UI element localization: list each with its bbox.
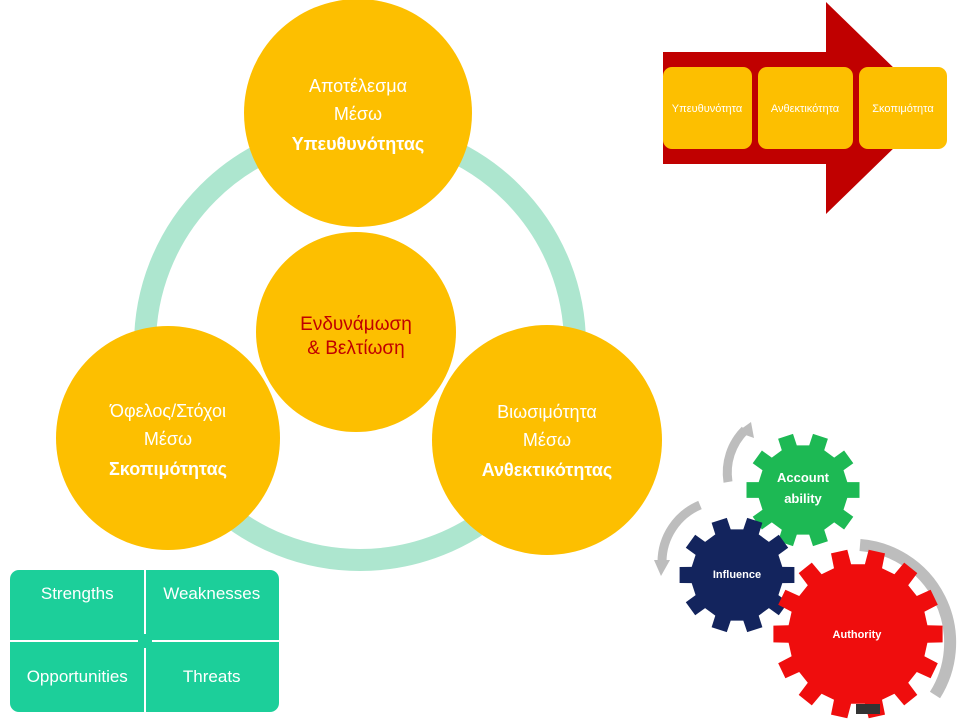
circle-left: Όφελος/Στόχοι Μέσω Σκοπιμότητας bbox=[56, 326, 280, 550]
circle-left-line3: Σκοπιμότητας bbox=[109, 459, 227, 479]
circle-center-shape bbox=[256, 232, 456, 432]
circle-center: Ενδυνάμωση & Βελτίωση bbox=[256, 232, 456, 432]
circle-top-line1: Αποτέλεσμα bbox=[309, 76, 407, 96]
circle-top-shape bbox=[244, 0, 472, 227]
gear-accountability-label-2: ability bbox=[784, 491, 822, 506]
center-line2: & Βελτίωση bbox=[307, 338, 404, 359]
cycle-arrowhead-top bbox=[737, 422, 754, 438]
swot-center-mark bbox=[138, 634, 152, 648]
process-arrow: Υπευθυνότητα Ανθεκτικότητα Σκοπιμότητα bbox=[663, 2, 947, 214]
circle-top-line3: Υπευθυνότητας bbox=[292, 134, 425, 154]
swot-threats: Threats bbox=[182, 666, 241, 686]
swot-grid: Strengths Weaknesses Opportunities Threa… bbox=[10, 570, 279, 712]
gear-accountability-shape bbox=[746, 433, 860, 547]
cycle-arrow-right bbox=[859, 539, 957, 699]
process-step-3 bbox=[859, 67, 947, 149]
cycle-arrow-top bbox=[722, 426, 749, 483]
circle-right-shape bbox=[432, 325, 662, 555]
circle-right: Βιωσιμότητα Μέσω Ανθεκτικότητας bbox=[432, 325, 662, 555]
swot-strengths: Strengths bbox=[40, 584, 114, 603]
circle-top: Αποτέλεσμα Μέσω Υπευθυνότητας bbox=[244, 0, 472, 227]
cycle-arrow-left bbox=[657, 500, 702, 563]
circle-left-line2: Μέσω bbox=[144, 429, 192, 449]
process-step-1-label: Υπευθυνότητα bbox=[672, 103, 743, 115]
swot-opportunities: Opportunities bbox=[26, 666, 128, 686]
gear-influence bbox=[679, 517, 795, 633]
circle-left-shape bbox=[56, 326, 280, 550]
process-step-2 bbox=[758, 67, 853, 149]
gear-accountability-label-1: Account bbox=[777, 470, 830, 485]
gear-authority-label: Authority bbox=[833, 629, 883, 641]
cycle-arrowhead-left bbox=[654, 560, 670, 576]
circle-right-line3: Ανθεκτικότητας bbox=[482, 460, 613, 480]
center-line1: Ενδυνάμωση bbox=[300, 314, 412, 335]
process-step-3-label: Σκοπιμότητα bbox=[872, 103, 934, 115]
process-step-1 bbox=[663, 67, 752, 149]
process-step-2-label: Ανθεκτικότητα bbox=[771, 103, 840, 115]
gear-influence-label: Influence bbox=[713, 569, 761, 581]
swot-weaknesses: Weaknesses bbox=[163, 584, 261, 603]
circle-left-line1: Όφελος/Στόχοι bbox=[109, 401, 226, 421]
gear-authority-shape bbox=[773, 549, 943, 719]
cycle-arrows bbox=[654, 422, 957, 699]
circle-top-line2: Μέσω bbox=[334, 104, 382, 124]
gear-influence-shape bbox=[679, 517, 795, 633]
circle-right-line2: Μέσω bbox=[523, 430, 571, 450]
circle-right-line1: Βιωσιμότητα bbox=[497, 402, 597, 422]
gear-base-mark bbox=[856, 704, 880, 714]
gear-accountability bbox=[746, 433, 860, 547]
gear-authority bbox=[773, 549, 943, 719]
